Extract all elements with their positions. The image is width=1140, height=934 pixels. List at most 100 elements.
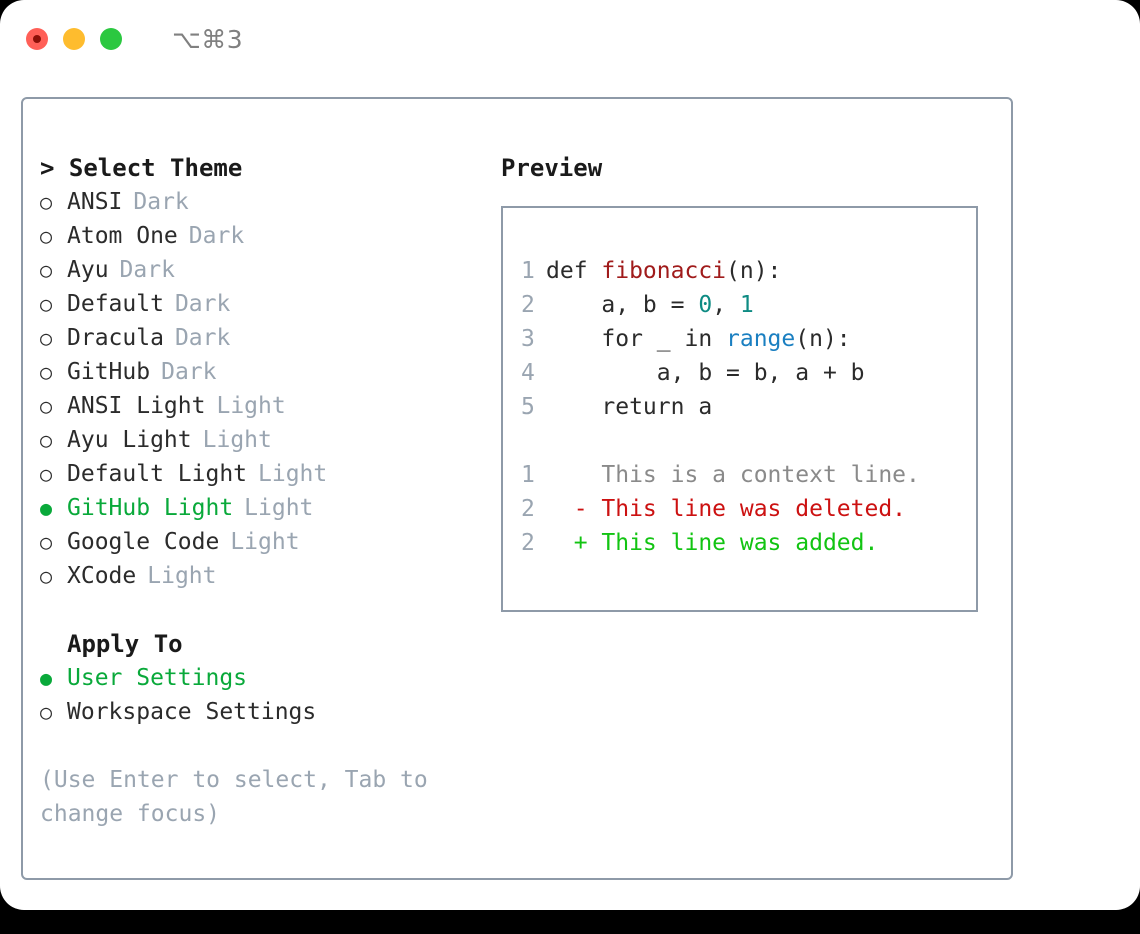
theme-option-label: Ayu (67, 257, 109, 283)
line-number: 4 (521, 360, 535, 386)
code-token-plain: def (546, 258, 602, 284)
theme-option-tag: Light (147, 563, 217, 589)
theme-option-default-light[interactable]: ○ Default Light Light (40, 457, 485, 491)
theme-option-label: XCode (67, 563, 137, 589)
code-line: 4 a, b = b, a + b (521, 356, 976, 390)
theme-option-label: GitHub (67, 359, 151, 385)
radio-selected-icon: ● (40, 496, 53, 520)
code-diff-spacer (521, 424, 976, 458)
radio-unselected-icon: ○ (40, 700, 53, 724)
code-token-plain: a, b = b, a + b (546, 360, 865, 386)
radio-unselected-icon: ○ (40, 258, 53, 282)
theme-option-atom-one[interactable]: ○ Atom One Dark (40, 219, 485, 253)
theme-option-dracula[interactable]: ○ Dracula Dark (40, 321, 485, 355)
diff-marker: + (546, 530, 602, 556)
minimize-icon[interactable] (63, 28, 85, 50)
diff-marker (546, 462, 601, 488)
theme-option-tag: Dark (174, 325, 231, 351)
line-number: 5 (521, 394, 535, 420)
radio-unselected-icon: ○ (40, 530, 53, 554)
theme-option-label: Dracula (67, 325, 164, 351)
diff-line-ctx: 1 This is a context line. (521, 458, 976, 492)
title-bar: ⌥⌘3 (0, 0, 1140, 78)
code-line: 3 for _ in range(n): (521, 322, 976, 356)
theme-option-tag: Dark (188, 223, 245, 249)
apply-section-title: Apply To (67, 630, 183, 658)
code-line: 2 a, b = 0, 1 (521, 288, 976, 322)
line-number: 3 (521, 326, 535, 352)
theme-option-tag: Light (202, 427, 272, 453)
theme-option-tag: Light (216, 393, 286, 419)
radio-unselected-icon: ○ (40, 394, 53, 418)
theme-option-label: Atom One (67, 223, 178, 249)
theme-option-ayu[interactable]: ○ Ayu Dark (40, 253, 485, 287)
code-token-func: fibonacci (601, 258, 727, 284)
theme-option-label: ANSI Light (67, 393, 206, 419)
theme-option-label: Default (67, 291, 164, 317)
code-token-plain: for _ in (546, 326, 727, 352)
diff-text: This is a context line. (601, 462, 920, 488)
diff-text: This line was added. (601, 530, 879, 556)
maximize-icon[interactable] (100, 28, 122, 50)
theme-option-github[interactable]: ○ GitHub Dark (40, 355, 485, 389)
apply-option-label: User Settings (67, 665, 248, 691)
diff-preview-block: 1 This is a context line.2 - This line w… (521, 458, 976, 560)
code-token-plain: return a (546, 394, 713, 420)
theme-option-tag: Dark (119, 257, 175, 283)
code-token-plain: (n): (795, 326, 851, 352)
code-token-plain: , (712, 292, 740, 318)
radio-unselected-icon: ○ (40, 564, 53, 588)
code-token-plain: a, b = (546, 292, 699, 318)
radio-unselected-icon: ○ (40, 224, 53, 248)
theme-option-label: Ayu Light (67, 427, 192, 453)
theme-section-title: > Select Theme (40, 154, 243, 182)
theme-option-tag: Dark (174, 291, 231, 317)
apply-option-workspace-settings[interactable]: ○Workspace Settings (40, 695, 485, 729)
radio-selected-icon: ● (40, 666, 53, 690)
help-text: (Use Enter to select, Tab to change focu… (40, 767, 428, 827)
theme-option-ayu-light[interactable]: ○ Ayu Light Light (40, 423, 485, 457)
radio-unselected-icon: ○ (40, 462, 53, 486)
theme-option-ansi-light[interactable]: ○ ANSI Light Light (40, 389, 485, 423)
theme-option-xcode[interactable]: ○ XCode Light (40, 559, 485, 593)
radio-unselected-icon: ○ (40, 326, 53, 350)
theme-option-tag: Light (230, 529, 300, 555)
radio-unselected-icon: ○ (40, 428, 53, 452)
code-line: 5 return a (521, 390, 976, 424)
traffic-light-group (26, 28, 122, 50)
apply-option-user-settings[interactable]: ● User Settings (40, 661, 485, 695)
theme-option-default[interactable]: ○ Default Dark (40, 287, 485, 321)
theme-option-tag: Dark (133, 189, 189, 215)
preview-title: Preview (501, 154, 603, 182)
theme-option-tag: Light (258, 461, 328, 487)
diff-text: This line was deleted. (601, 496, 907, 522)
line-number: 2 (521, 292, 535, 318)
diff-line-del: 2 - This line was deleted. (521, 492, 976, 526)
keyboard-shortcut-label: ⌥⌘3 (172, 24, 244, 54)
code-token-plain: (n): (726, 258, 782, 284)
apply-option-list[interactable]: ● User Settings ○Workspace Settings (40, 661, 485, 729)
theme-option-ansi[interactable]: ○ ANSI Dark (40, 185, 485, 219)
radio-unselected-icon: ○ (40, 190, 53, 214)
radio-unselected-icon: ○ (40, 292, 53, 316)
diff-marker: - (546, 496, 602, 522)
theme-option-label: Default Light (67, 461, 248, 487)
theme-option-label: ANSI (67, 189, 123, 215)
section-spacer (40, 593, 485, 627)
theme-option-tag: Light (244, 495, 314, 521)
diff-line-add: 2 + This line was added. (521, 526, 976, 560)
close-icon[interactable] (26, 28, 48, 50)
radio-unselected-icon: ○ (40, 360, 53, 384)
code-token-num: 0 (698, 292, 713, 318)
theme-option-tag: Dark (161, 359, 217, 385)
